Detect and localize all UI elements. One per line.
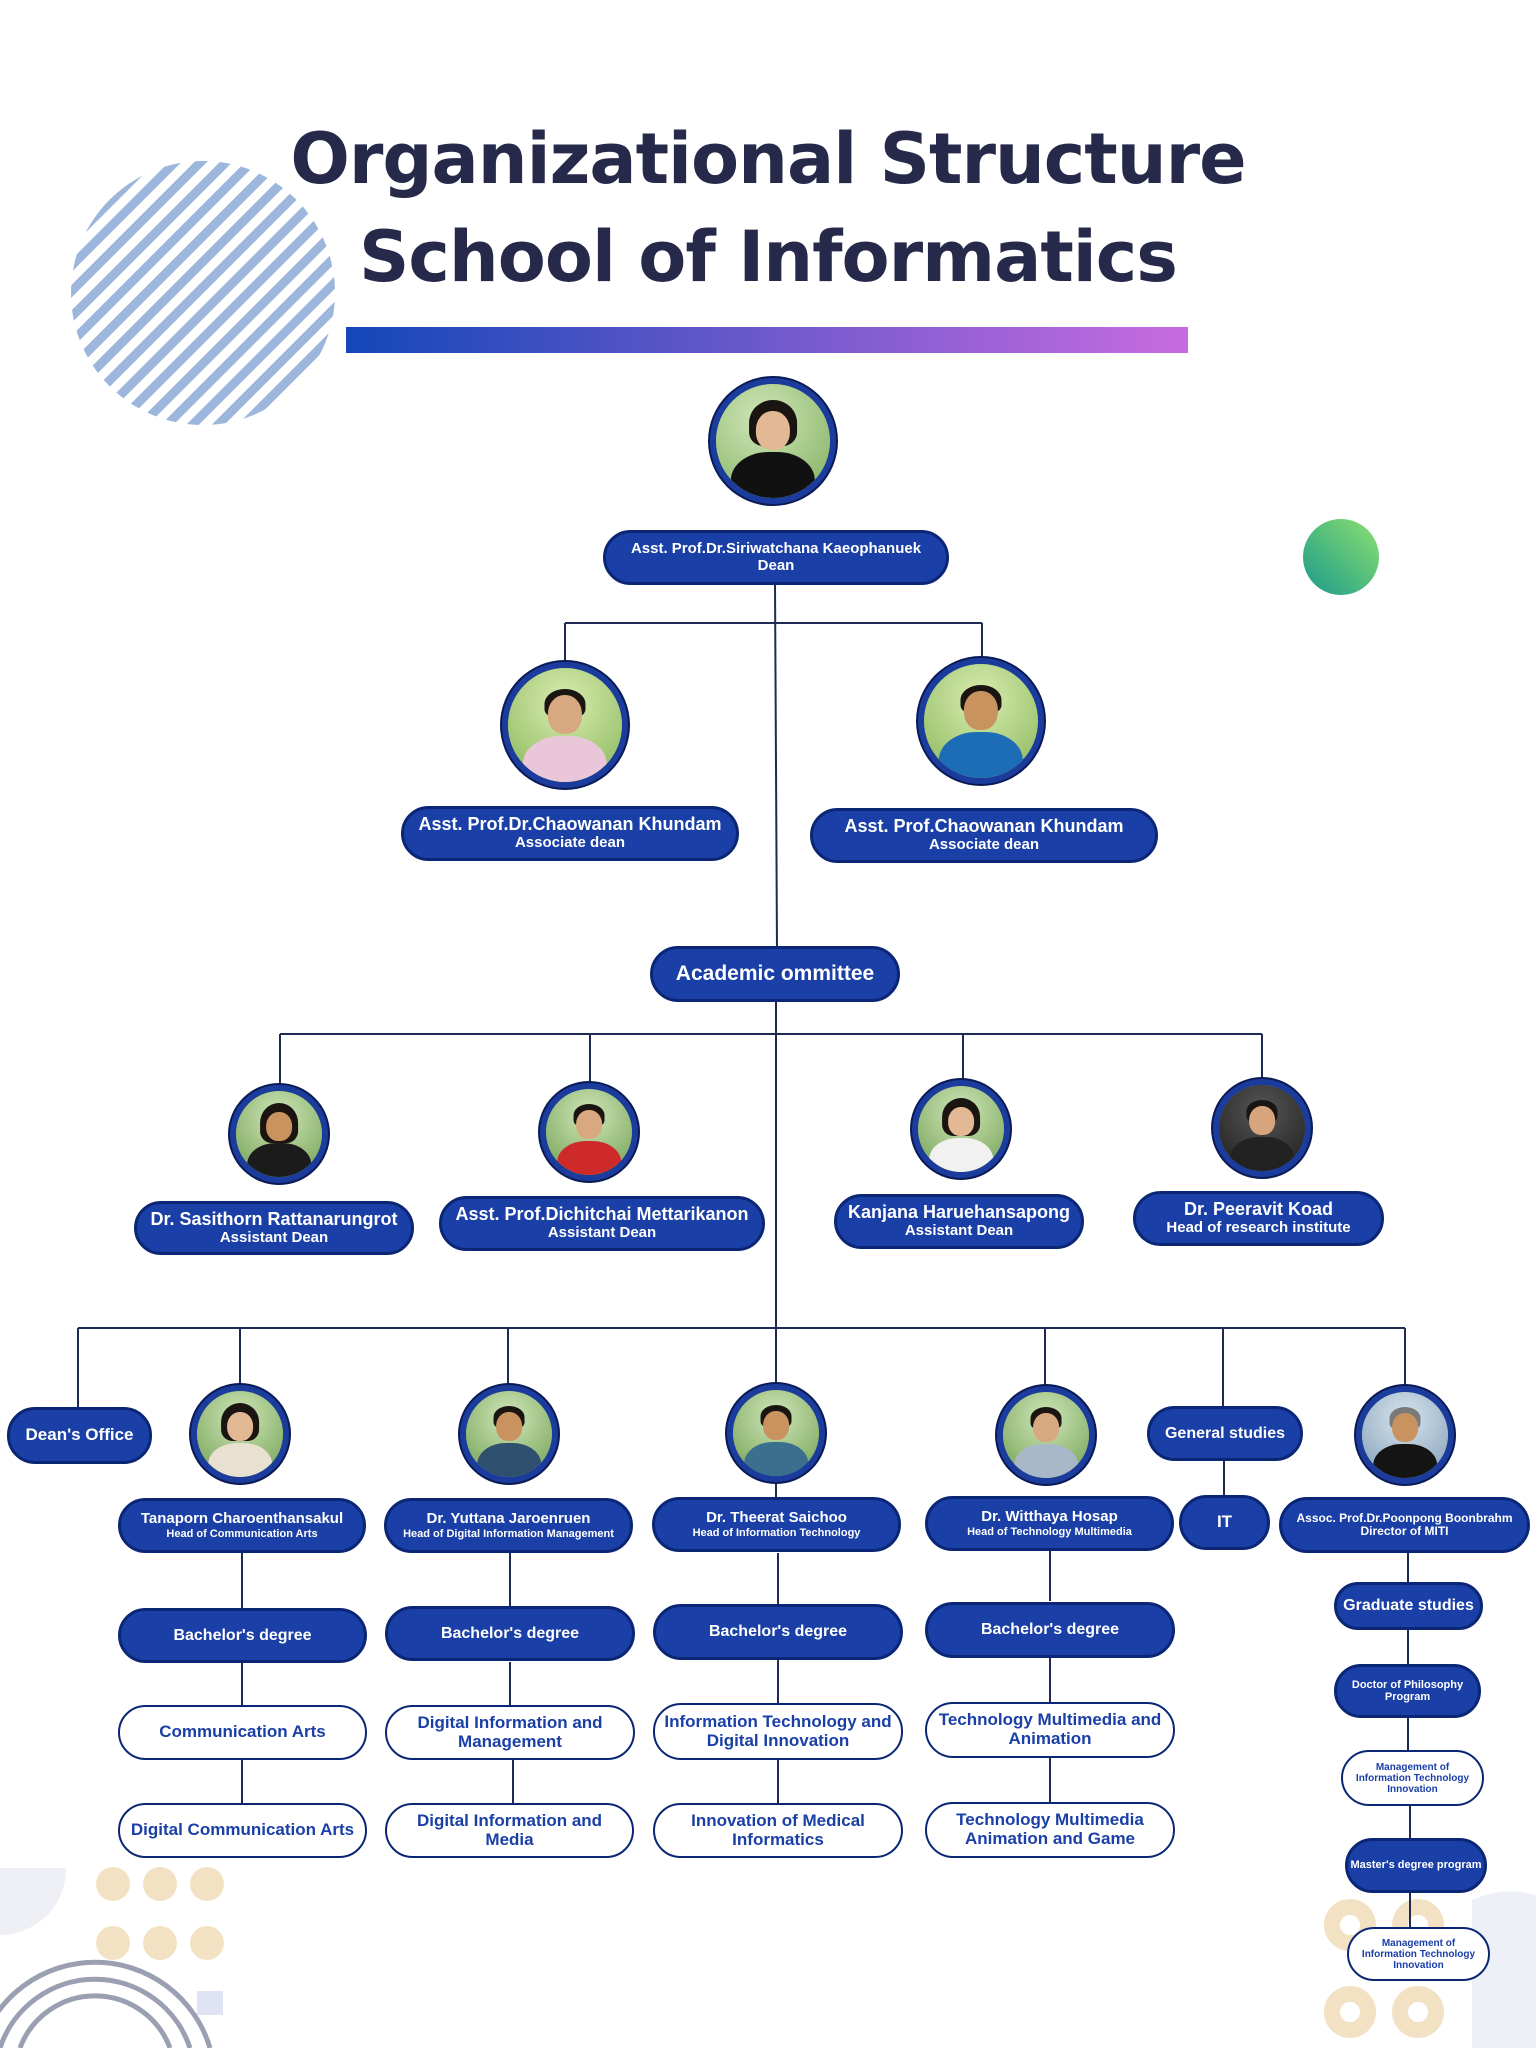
program-node-1b: Digital Communication Arts [118, 1803, 367, 1858]
masters-program-name-node: Management of Information Technology Inn… [1347, 1927, 1490, 1981]
lavender-square-decoration [197, 1991, 223, 2015]
program-node-3b: Innovation of Medical Informatics [653, 1803, 903, 1858]
bachelors-degree-label: Bachelor's degree [173, 1626, 312, 1644]
avatar-assistant-dean-3 [912, 1080, 1010, 1178]
grey-arc-decoration [0, 1868, 67, 1935]
avatar-associate-dean-1 [502, 662, 628, 788]
assistant-dean-node-2: Asst. Prof.Dichitchai Mettarikanon Assis… [439, 1196, 765, 1251]
avatar-department-head-3 [727, 1384, 825, 1482]
phd-program-name-node: Management of Information Technology Inn… [1341, 1750, 1484, 1806]
program-node-3a: Information Technology and Digital Innov… [653, 1703, 903, 1760]
deans-office-label: Dean's Office [25, 1425, 134, 1445]
program-node-4b: Technology Multimedia Animation and Game [925, 1802, 1175, 1858]
bachelors-degree-label: Bachelor's degree [980, 1621, 1120, 1639]
dean-role: Dean [757, 556, 795, 574]
research-head-role: Head of research institute [1166, 1219, 1351, 1237]
bachelors-degree-node-2: Bachelor's degree [385, 1606, 635, 1661]
avatar-department-head-4 [997, 1386, 1095, 1484]
title-gradient-bar [346, 327, 1188, 353]
miti-director-name: Assoc. Prof.Dr.Poonpong Boonbrahm [1296, 1510, 1513, 1525]
department-head-role: Head of Technology Multimedia [967, 1525, 1132, 1538]
grey-rings-decoration [0, 1959, 213, 2048]
it-unit-node: IT [1179, 1495, 1270, 1550]
department-head-role: Head of Digital Information Management [403, 1527, 614, 1540]
department-head-name: Dr. Witthaya Hosap [981, 1508, 1118, 1526]
graduate-studies-label: Graduate studies [1343, 1597, 1474, 1615]
avatar-assistant-dean-2 [540, 1083, 638, 1181]
dean-node: Asst. Prof.Dr.Siriwatchana Kaeophanuek D… [603, 530, 949, 585]
phd-program-node: Doctor of Philosophy Program [1334, 1664, 1481, 1718]
avatar-research-head [1213, 1079, 1311, 1177]
miti-director-node: Assoc. Prof.Dr.Poonpong Boonbrahm Direct… [1279, 1497, 1530, 1553]
assistant-dean-name: Kanjana Haruehansapong [847, 1202, 1071, 1223]
avatar-miti-director [1356, 1386, 1454, 1484]
avatar-department-head-1 [191, 1385, 289, 1483]
research-head-node: Dr. Peeravit Koad Head of research insti… [1133, 1191, 1384, 1246]
academic-committee-label: Academic ommittee [675, 962, 875, 986]
masters-program-label: Master's degree program [1350, 1859, 1482, 1872]
avatar-department-head-2 [460, 1385, 558, 1483]
general-studies-node: General studies [1147, 1406, 1303, 1461]
page-subtitle: School of Informatics [359, 216, 1178, 298]
bachelors-degree-node-3: Bachelor's degree [653, 1604, 903, 1660]
avatar-dean [710, 378, 836, 504]
program-node-1a: Communication Arts [118, 1705, 367, 1760]
assistant-dean-node-1: Dr. Sasithorn Rattanarungrot Assistant D… [134, 1201, 414, 1255]
program-node-2b: Digital Information and Media [385, 1803, 634, 1858]
associate-dean-role: Associate dean [514, 834, 626, 852]
department-head-role: Head of Information Technology [692, 1526, 861, 1539]
general-studies-label: General studies [1164, 1424, 1286, 1442]
dean-name: Asst. Prof.Dr.Siriwatchana Kaeophanuek [630, 540, 922, 557]
avatar-associate-dean-2 [918, 658, 1044, 784]
academic-committee-node: Academic ommittee [650, 946, 900, 1002]
department-head-node-3: Dr. Theerat Saichoo Head of Information … [652, 1497, 901, 1552]
program-node-4a: Technology Multimedia and Animation [925, 1702, 1175, 1758]
phd-program-label: Doctor of Philosophy Program [1351, 1678, 1464, 1703]
department-head-name: Dr. Theerat Saichoo [706, 1509, 847, 1527]
assistant-dean-role: Assistant Dean [547, 1224, 657, 1242]
deans-office-node: Dean's Office [7, 1407, 152, 1464]
associate-dean-name: Asst. Prof.Dr.Chaowanan Khundam [418, 814, 722, 835]
department-head-role: Head of Communication Arts [166, 1527, 318, 1540]
department-head-node-1: Tanaporn Charoenthansakul Head of Commun… [118, 1498, 366, 1553]
assistant-dean-role: Assistant Dean [219, 1228, 329, 1246]
department-head-name: Dr. Yuttana Jaroenruen [426, 1510, 591, 1528]
department-head-node-2: Dr. Yuttana Jaroenruen Head of Digital I… [384, 1498, 633, 1553]
assistant-dean-name: Asst. Prof.Dichitchai Mettarikanon [455, 1204, 749, 1225]
assistant-dean-role: Assistant Dean [904, 1222, 1014, 1240]
associate-dean-node-1: Asst. Prof.Dr.Chaowanan Khundam Associat… [401, 806, 739, 861]
green-dot-decoration [1303, 519, 1379, 595]
department-head-name: Tanaporn Charoenthansakul [140, 1510, 344, 1528]
striped-circle-decoration [71, 161, 335, 425]
bachelors-degree-label: Bachelor's degree [440, 1624, 580, 1642]
beige-dots-decoration [96, 1867, 224, 1960]
bachelors-degree-node-1: Bachelor's degree [118, 1608, 367, 1663]
miti-director-role: Director of MITI [1360, 1524, 1449, 1538]
department-head-node-4: Dr. Witthaya Hosap Head of Technology Mu… [925, 1496, 1174, 1551]
assistant-dean-name: Dr. Sasithorn Rattanarungrot [150, 1208, 398, 1229]
avatar-assistant-dean-1 [230, 1085, 328, 1183]
lavender-arc-decoration [1472, 1891, 1536, 2048]
assistant-dean-node-3: Kanjana Haruehansapong Assistant Dean [834, 1194, 1084, 1249]
bachelors-degree-node-4: Bachelor's degree [925, 1602, 1175, 1658]
associate-dean-node-2: Asst. Prof.Chaowanan Khundam Associate d… [810, 808, 1158, 863]
masters-program-node: Master's degree program [1345, 1838, 1487, 1893]
page-title: Organizational Structure [290, 118, 1246, 200]
research-head-name: Dr. Peeravit Koad [1183, 1199, 1334, 1220]
graduate-studies-node: Graduate studies [1334, 1582, 1483, 1630]
associate-dean-role: Associate dean [928, 836, 1040, 854]
bachelors-degree-label: Bachelor's degree [708, 1623, 848, 1641]
associate-dean-name: Asst. Prof.Chaowanan Khundam [844, 816, 1124, 837]
program-node-2a: Digital Information and Management [385, 1705, 635, 1760]
it-unit-label: IT [1216, 1512, 1233, 1532]
